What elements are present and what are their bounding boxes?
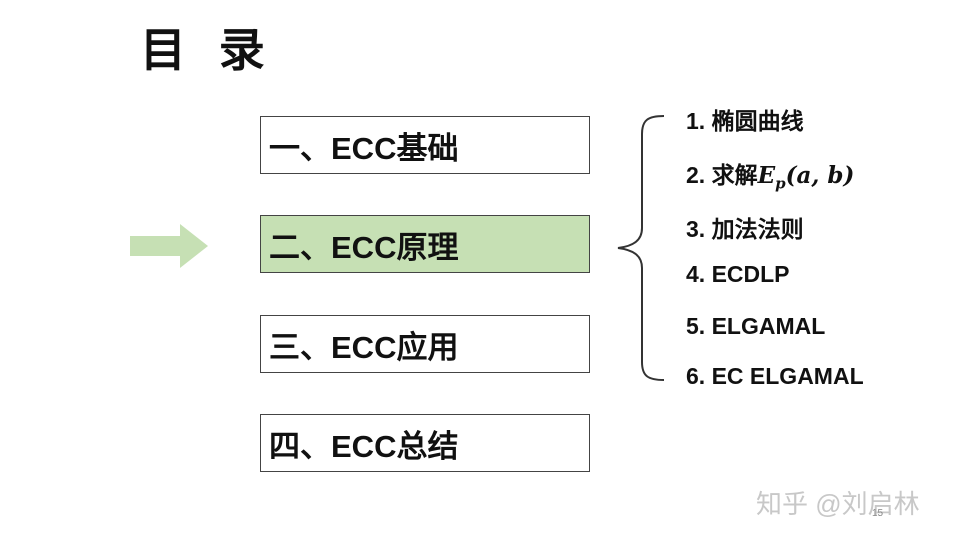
subtopic-label: 2. 求解: [686, 162, 758, 188]
subtopic-ecdlp[interactable]: 4. ECDLP: [686, 261, 790, 287]
toc-item-label: 二、ECC原理: [269, 229, 459, 265]
toc-item-ecc-basics[interactable]: 一、ECC基础: [260, 116, 590, 174]
math-formula: Ep(a, b): [757, 162, 855, 193]
toc-item-label: 四、ECC总结: [269, 428, 459, 464]
math-symbol-e: E: [757, 162, 776, 189]
toc-item-ecc-principles[interactable]: 二、ECC原理: [260, 215, 590, 273]
toc-item-label: 三、ECC应用: [269, 329, 459, 365]
slide-title: 目 录: [140, 24, 275, 76]
left-brace-icon: [617, 115, 665, 381]
watermark: 知乎 @刘启林: [756, 489, 920, 519]
toc-item-ecc-summary[interactable]: 四、ECC总结: [260, 414, 590, 472]
right-arrow-icon: [130, 224, 208, 268]
toc-item-ecc-applications[interactable]: 三、ECC应用: [260, 315, 590, 373]
subtopic-solve-ep[interactable]: 2. 求解Ep(a, b): [686, 156, 854, 193]
toc-item-label: 一、ECC基础: [269, 130, 459, 166]
subtopic-ec-elgamal[interactable]: 6. EC ELGAMAL: [686, 363, 864, 389]
math-subscript: p: [775, 174, 786, 193]
subtopic-elliptic-curve[interactable]: 1. 椭圆曲线: [686, 108, 804, 134]
subtopic-addition-rule[interactable]: 3. 加法法则: [686, 216, 804, 242]
page-number: 15: [872, 508, 884, 519]
subtopic-elgamal[interactable]: 5. ELGAMAL: [686, 313, 826, 339]
math-args: (a, b): [785, 162, 855, 189]
